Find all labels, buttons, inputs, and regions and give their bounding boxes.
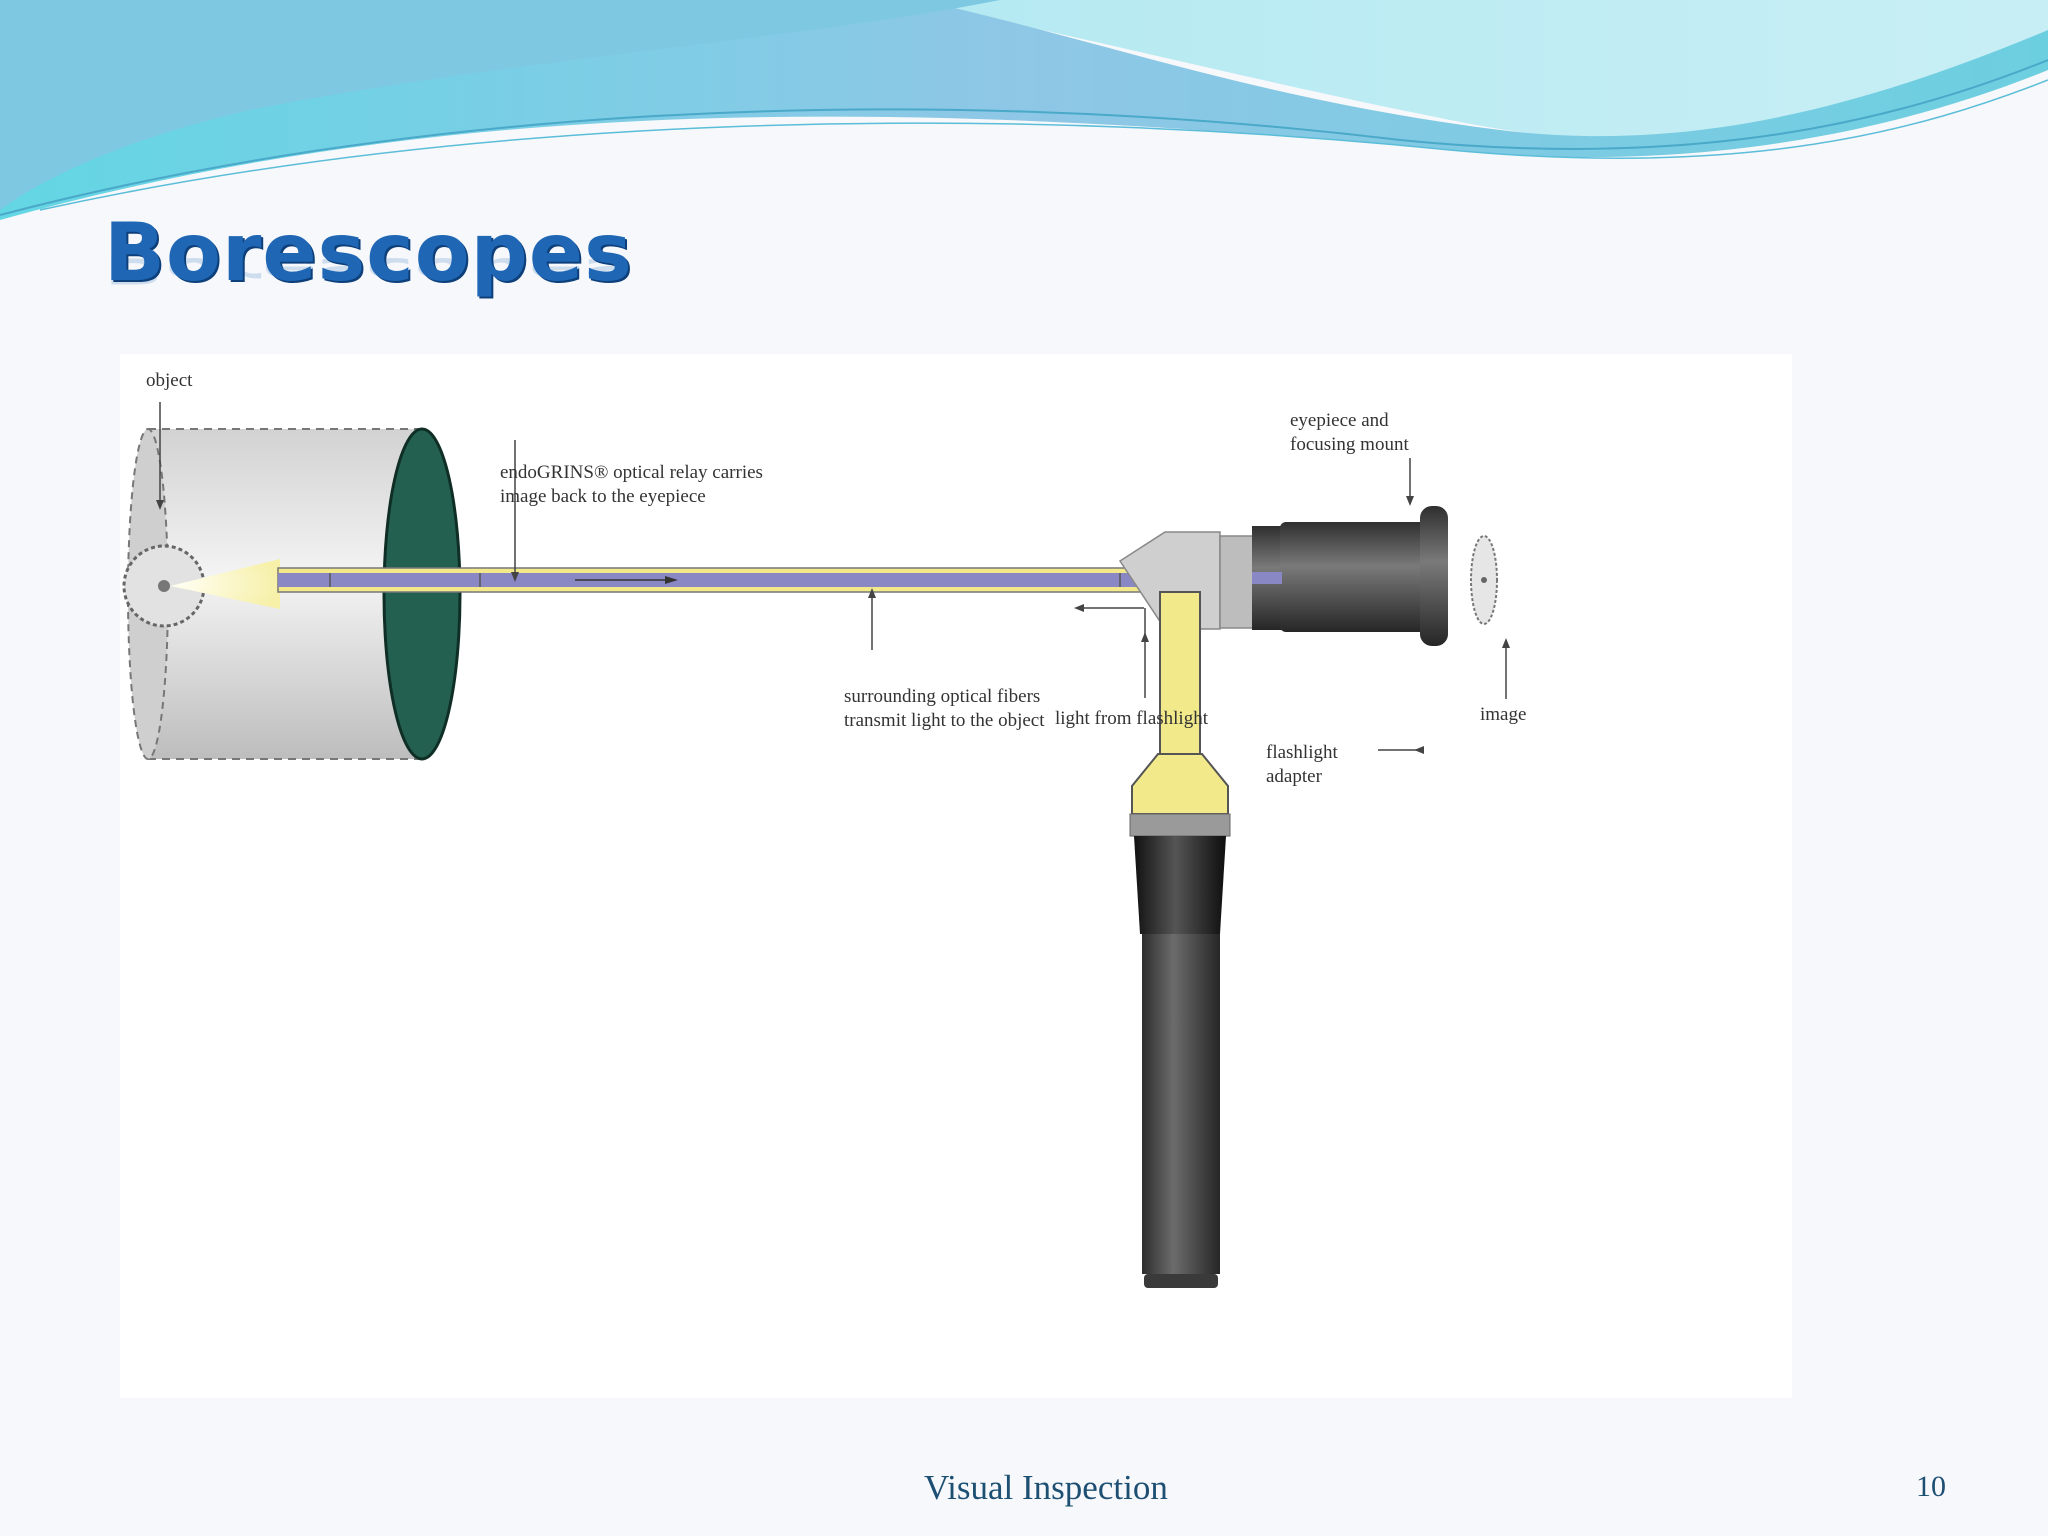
label-object: object: [146, 370, 193, 391]
page-number: 10: [1916, 1470, 1946, 1503]
label-relay-line2: image back to the eyepiece: [500, 486, 706, 507]
object-cylinder: [122, 428, 422, 760]
label-adapter-line1: flashlight: [1266, 742, 1338, 763]
label-image: image: [1480, 704, 1526, 725]
slide-title: Borescopes: [104, 206, 633, 299]
eyepiece-mount: [1252, 506, 1448, 646]
label-fibers-line1: surrounding optical fibers: [844, 686, 1040, 707]
header-wave-banner: [0, 0, 2048, 220]
light-cone: [170, 559, 280, 609]
eyepiece-body: [1118, 531, 1261, 815]
label-adapter-line2: adapter: [1266, 766, 1323, 787]
label-fibers-line2: transmit light to the object: [844, 710, 1045, 731]
borescope-diagram: object endoGRINS® optical relay carries …: [122, 370, 1526, 1288]
footer-text: Visual Inspection: [924, 1468, 1168, 1507]
flashlight: [1129, 813, 1231, 1288]
arrow-heads: [156, 496, 1510, 754]
label-relay-line1: endoGRINS® optical relay carries: [500, 462, 763, 483]
leader-lines: [159, 402, 1507, 751]
green-disc: [382, 427, 462, 761]
label-eyepiece-line1: eyepiece and: [1290, 410, 1389, 431]
label-eyepiece-line2: focusing mount: [1290, 434, 1409, 455]
label-light-from-flashlight: light from flashlight: [1055, 708, 1209, 729]
borescope-diagram-panel: object endoGRINS® optical relay carries …: [120, 354, 1792, 1398]
image-gear-icon: [1470, 535, 1498, 625]
